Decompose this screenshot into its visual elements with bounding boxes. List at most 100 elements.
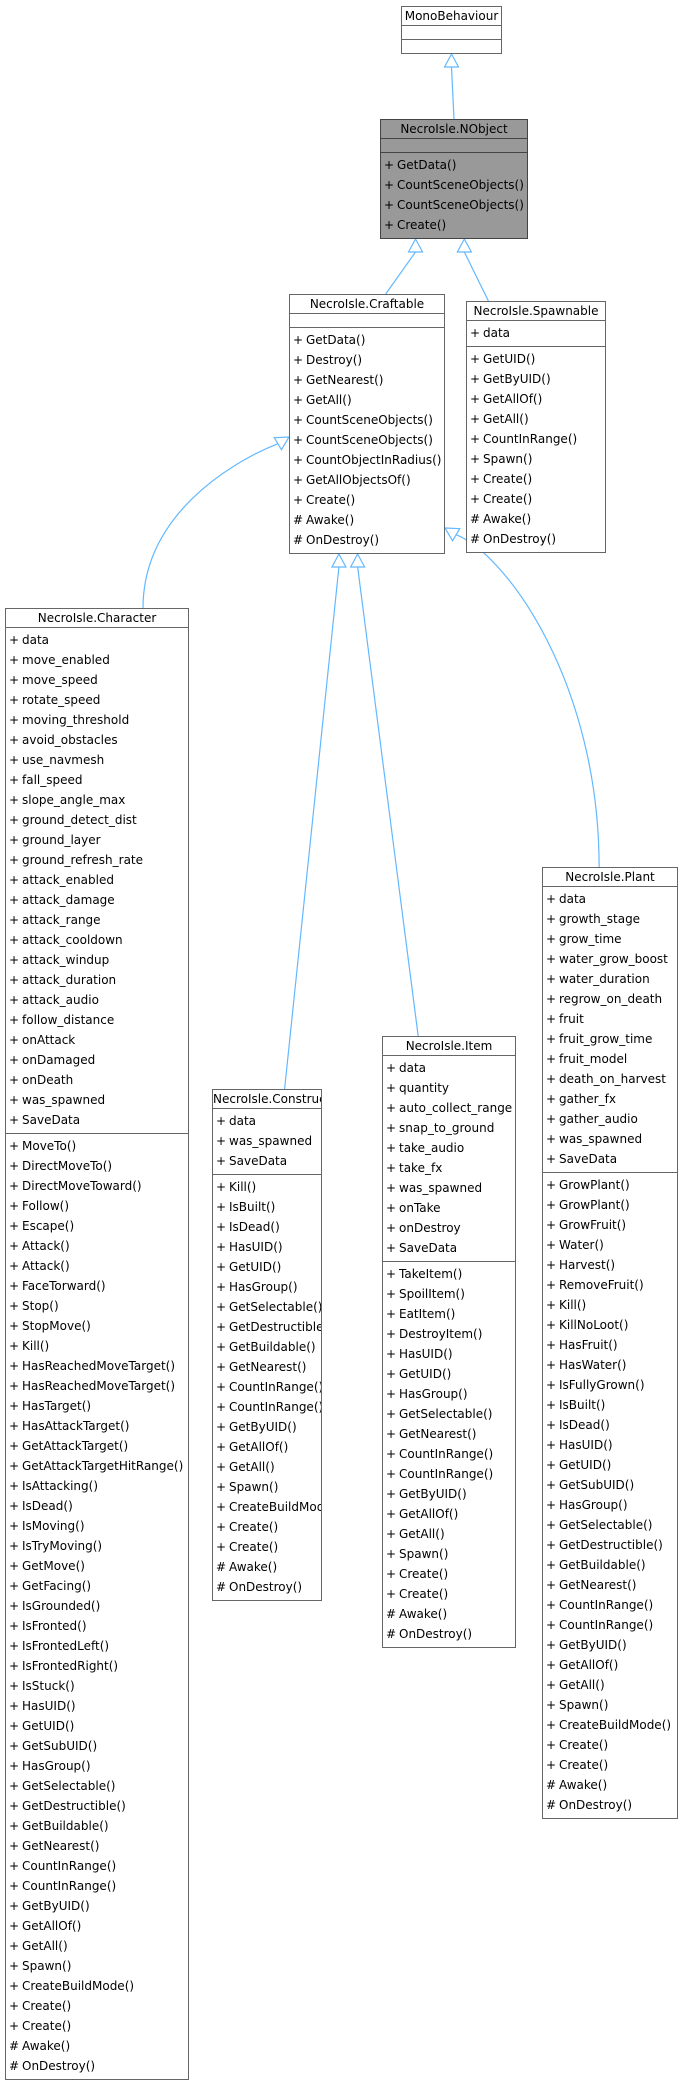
operation-row[interactable]: +GetByUID() [467,369,605,389]
operation-row[interactable]: +GetNearest() [383,1424,515,1444]
operation-row[interactable]: +HasUID() [543,1435,677,1455]
operation-row[interactable]: +GrowPlant() [543,1195,677,1215]
operation-row[interactable]: +CountInRange() [467,429,605,449]
attribute-row[interactable]: +move_speed [6,670,188,690]
operation-row[interactable]: +GetSelectable() [543,1515,677,1535]
class-box-plant[interactable]: NecroIsle.Plant+data+growth_stage+grow_t… [542,867,678,1819]
operation-row[interactable]: +GetBuildable() [6,1816,188,1836]
operation-row[interactable]: +TakeItem() [383,1264,515,1284]
operation-row[interactable]: +IsFronted() [6,1616,188,1636]
operation-row[interactable]: +GetNearest() [213,1357,321,1377]
operation-row[interactable]: +GetAllOf() [6,1916,188,1936]
operation-row[interactable]: +GetByUID() [543,1635,677,1655]
operation-row[interactable]: +Stop() [6,1296,188,1316]
operation-row[interactable]: +HasUID() [6,1696,188,1716]
attribute-row[interactable]: +attack_enabled [6,870,188,890]
operation-row[interactable]: +HasUID() [383,1344,515,1364]
class-title[interactable]: NecroIsle.NObject [381,120,527,139]
operation-row[interactable]: +CountInRange() [543,1595,677,1615]
attribute-row[interactable]: +SaveData [6,1110,188,1130]
operation-row[interactable]: +HasGroup() [213,1277,321,1297]
operation-row[interactable]: +GetUID() [6,1716,188,1736]
operation-row[interactable]: +GetUID() [213,1257,321,1277]
operation-row[interactable]: +Attack() [6,1236,188,1256]
attribute-row[interactable]: +growth_stage [543,909,677,929]
operation-row[interactable]: +HasReachedMoveTarget() [6,1356,188,1376]
operation-row[interactable]: +Create() [543,1735,677,1755]
attribute-row[interactable]: +onDeath [6,1070,188,1090]
class-box-spawnable[interactable]: NecroIsle.Spawnable+data+GetUID()+GetByU… [466,301,606,553]
operation-row[interactable]: +IsDead() [6,1496,188,1516]
operation-row[interactable]: +GetAll() [6,1936,188,1956]
attribute-row[interactable]: +fruit_grow_time [543,1029,677,1049]
operation-row[interactable]: +Create() [543,1755,677,1775]
operation-row[interactable]: +IsDead() [213,1217,321,1237]
class-title[interactable]: MonoBehaviour [402,7,501,26]
attribute-row[interactable]: +attack_duration [6,970,188,990]
operation-row[interactable]: +IsMoving() [6,1516,188,1536]
operation-row[interactable]: +GetBuildable() [213,1337,321,1357]
operation-row[interactable]: +Spawn() [6,1956,188,1976]
operation-row[interactable]: +KillNoLoot() [543,1315,677,1335]
operation-row[interactable]: +CreateBuildMode() [543,1715,677,1735]
operation-row[interactable]: #OnDestroy() [213,1577,321,1597]
operation-row[interactable]: +IsStuck() [6,1676,188,1696]
operation-row[interactable]: +Kill() [213,1177,321,1197]
class-box-construction[interactable]: NecroIsle.Construction+data+was_spawned+… [212,1089,322,1601]
operation-row[interactable]: +Water() [543,1235,677,1255]
class-title[interactable]: NecroIsle.Construction [213,1090,321,1109]
attribute-row[interactable]: +gather_audio [543,1109,677,1129]
attribute-row[interactable]: +water_grow_boost [543,949,677,969]
operation-row[interactable]: +GetSubUID() [543,1475,677,1495]
operation-row[interactable]: +GetAll() [213,1457,321,1477]
operation-row[interactable]: #Awake() [383,1604,515,1624]
attribute-row[interactable]: +fall_speed [6,770,188,790]
operation-row[interactable]: #Awake() [6,2036,188,2056]
attribute-row[interactable]: +onDamaged [6,1050,188,1070]
operation-row[interactable]: +IsFrontedRight() [6,1656,188,1676]
operation-row[interactable]: +CreateBuildMode() [213,1497,321,1517]
operation-row[interactable]: +GetAll() [290,390,444,410]
operation-row[interactable]: +GetSelectable() [383,1404,515,1424]
operation-row[interactable]: +IsTryMoving() [6,1536,188,1556]
operation-row[interactable]: +HasUID() [213,1237,321,1257]
operation-row[interactable]: +Destroy() [290,350,444,370]
attribute-row[interactable]: +fruit [543,1009,677,1029]
operation-row[interactable]: +GetByUID() [383,1484,515,1504]
operation-row[interactable]: +IsGrounded() [6,1596,188,1616]
attribute-row[interactable]: +quantity [383,1078,515,1098]
attribute-row[interactable]: +attack_cooldown [6,930,188,950]
class-title[interactable]: NecroIsle.Plant [543,868,677,887]
operation-row[interactable]: +GetAttackTargetHitRange() [6,1456,188,1476]
operation-row[interactable]: +GetNearest() [290,370,444,390]
class-title[interactable]: NecroIsle.Spawnable [467,302,605,321]
operation-row[interactable]: #Awake() [213,1557,321,1577]
operation-row[interactable]: +GetDestructible() [543,1535,677,1555]
operation-row[interactable]: +EatItem() [383,1304,515,1324]
attribute-row[interactable]: +onAttack [6,1030,188,1050]
operation-row[interactable]: #OnDestroy() [290,530,444,550]
attribute-row[interactable]: +follow_distance [6,1010,188,1030]
operation-row[interactable]: +Create() [213,1537,321,1557]
operation-row[interactable]: +Create() [290,490,444,510]
operation-row[interactable]: +GetAllOf() [467,389,605,409]
operation-row[interactable]: +CountSceneObjects() [290,430,444,450]
operation-row[interactable]: +Follow() [6,1196,188,1216]
attribute-row[interactable]: +gather_fx [543,1089,677,1109]
operation-row[interactable]: +Create() [6,1996,188,2016]
attribute-row[interactable]: +death_on_harvest [543,1069,677,1089]
operation-row[interactable]: +CountSceneObjects() [290,410,444,430]
operation-row[interactable]: +GetDestructible() [213,1317,321,1337]
operation-row[interactable]: +GetSelectable() [6,1776,188,1796]
operation-row[interactable]: +GetByUID() [213,1417,321,1437]
operation-row[interactable]: #OnDestroy() [6,2056,188,2076]
operation-row[interactable]: +GetUID() [467,349,605,369]
operation-row[interactable]: +IsBuilt() [213,1197,321,1217]
attribute-row[interactable]: +moving_threshold [6,710,188,730]
operation-row[interactable]: +HasAttackTarget() [6,1416,188,1436]
operation-row[interactable]: +GetSubUID() [6,1736,188,1756]
attribute-row[interactable]: +onTake [383,1198,515,1218]
operation-row[interactable]: +CountInRange() [383,1444,515,1464]
operation-row[interactable]: +IsBuilt() [543,1395,677,1415]
attribute-row[interactable]: +take_audio [383,1138,515,1158]
